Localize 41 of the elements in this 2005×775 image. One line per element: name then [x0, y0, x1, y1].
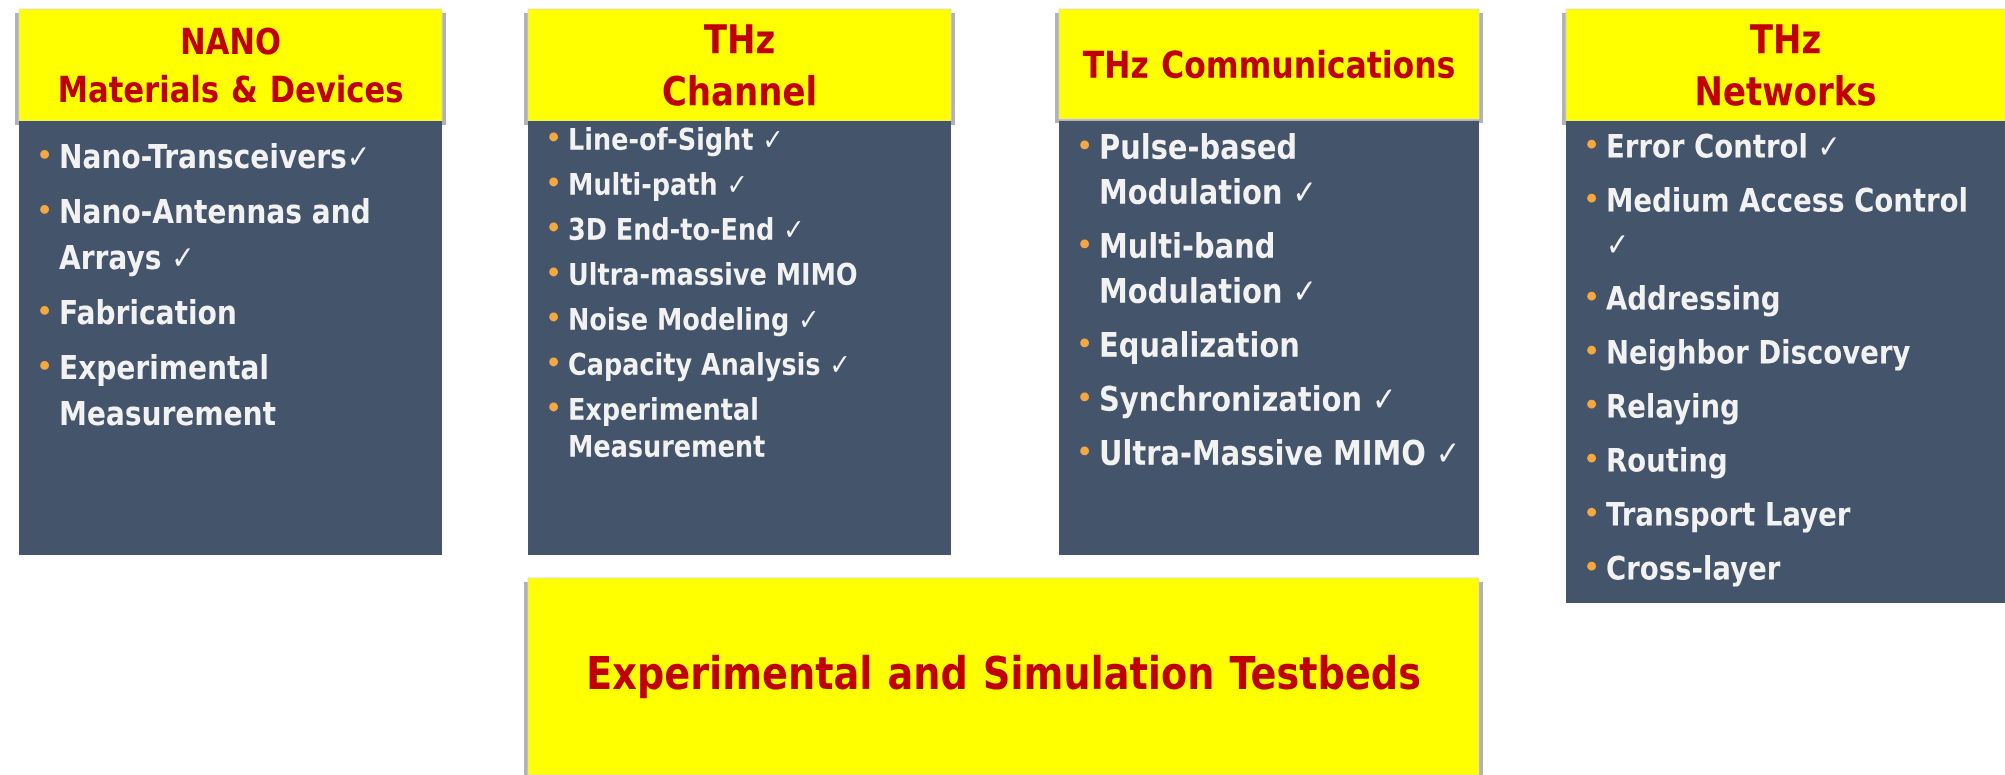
list-item: Capacity Analysis ✓	[549, 352, 847, 382]
heading: Materials & Devices	[60, 74, 402, 103]
list-item: Line-of-Sight ✓	[549, 127, 780, 157]
list-item: Neighbor Discovery	[1587, 339, 1910, 371]
list-item: 3D End-to-End ✓	[549, 217, 801, 241]
heading: THz	[703, 24, 774, 54]
heading: THz	[1749, 24, 1820, 54]
list-item: Noise Modeling ✓	[549, 307, 816, 337]
list-panel	[1566, 121, 2005, 603]
list-item: Cross-layer	[1587, 555, 1781, 587]
header-box	[1562, 8, 2005, 125]
list-panel	[528, 121, 951, 555]
heading: Experimental and Simulation Testbeds	[589, 654, 1420, 699]
list-item: Experimental Measurement	[40, 354, 276, 426]
list-panel	[19, 121, 442, 555]
list-item: Experimental Measurement	[549, 397, 765, 458]
list-item: Pulse-based Modulation ✓	[1080, 133, 1312, 205]
banner-box	[524, 577, 1483, 775]
list-item: Addressing	[1587, 285, 1779, 317]
list-panel	[1059, 121, 1479, 555]
heading: Networks	[1697, 74, 1875, 106]
list-item: Synchronization ✓	[1080, 385, 1392, 419]
list-item: Multi-path ✓	[549, 172, 744, 202]
list-item: Fabrication	[40, 299, 235, 325]
list-item: Relaying	[1587, 393, 1738, 425]
list-item: Nano-Antennas and Arrays ✓	[40, 198, 369, 277]
header-box	[15, 8, 446, 125]
heading: THz Communications	[1082, 49, 1454, 79]
list-item: Multi-band Modulation ✓	[1080, 232, 1312, 304]
heading: Channel	[663, 74, 815, 106]
list-item: Ultra-massive MIMO	[549, 262, 857, 286]
list-item: Routing	[1587, 447, 1726, 479]
header-box	[1055, 8, 1483, 123]
list-item: Equalization	[1080, 331, 1298, 364]
heading: NANO	[182, 27, 280, 55]
list-item: Error Control ✓	[1587, 133, 1836, 159]
header-box	[524, 8, 955, 125]
list-item: Transport Layer	[1587, 502, 1851, 533]
list-item: Ultra-Massive MIMO ✓	[1080, 439, 1456, 466]
list-item: Nano-Transceivers✓	[40, 143, 366, 169]
list-item: Medium Access Control ✓	[1587, 187, 1966, 253]
